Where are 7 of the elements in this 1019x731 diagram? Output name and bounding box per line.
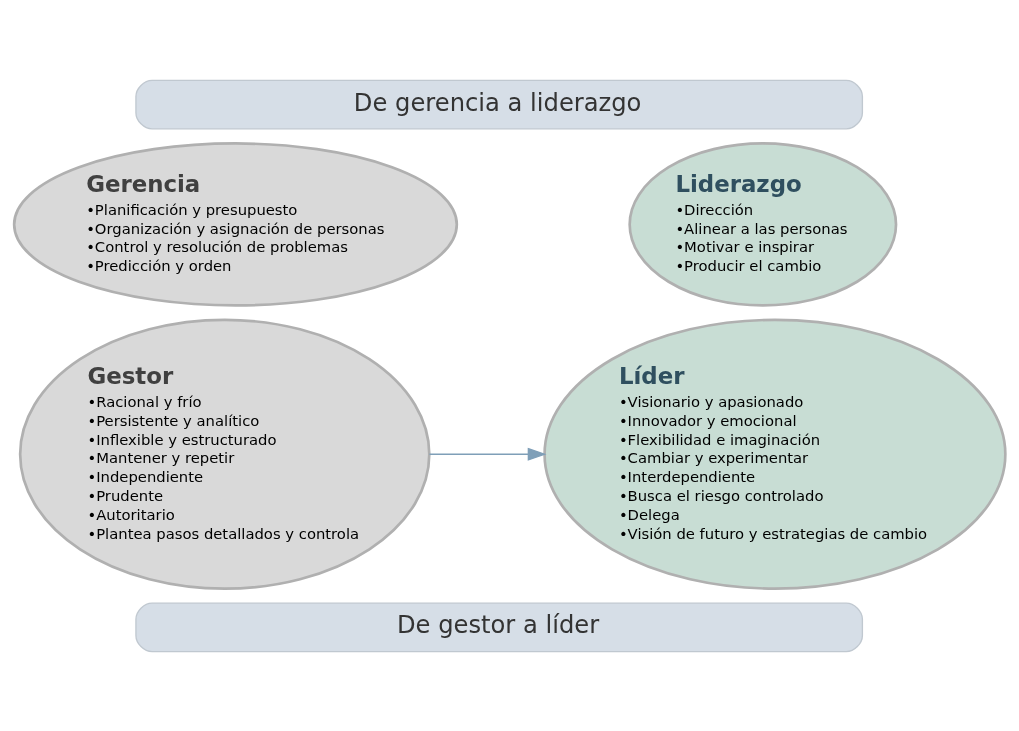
node-ellipse: Líder •Visionario y apasionado •Innovador y emocional •Flexibilidad e imaginación •Cambiar y experimentar •Interdependiente •Busca el riesgo controlado •Delega •Visión de futuro y estrategias de cambio [543, 318, 1007, 590]
arrow [428, 447, 547, 461]
node-box: De gestor a líder [135, 602, 864, 652]
node-ellipse: Gerencia •Planificación y presupuesto •Organización y asignación de personas •Control y resolución de problemas •Predicción y orden [12, 141, 459, 307]
node-ellipse: Gestor •Racional y frío •Persistente y analítico •Inflexible y estructurado •Mantener y repetir •Independiente •Prudente •Autoritario •Plantea pasos detallados y controla [18, 318, 431, 590]
node-ellipse: Liderazgo •Dirección •Alinear a las personas •Motivar e inspirar •Producir el cambio [628, 141, 898, 307]
node-box: De gerencia a liderazgo [135, 79, 864, 129]
